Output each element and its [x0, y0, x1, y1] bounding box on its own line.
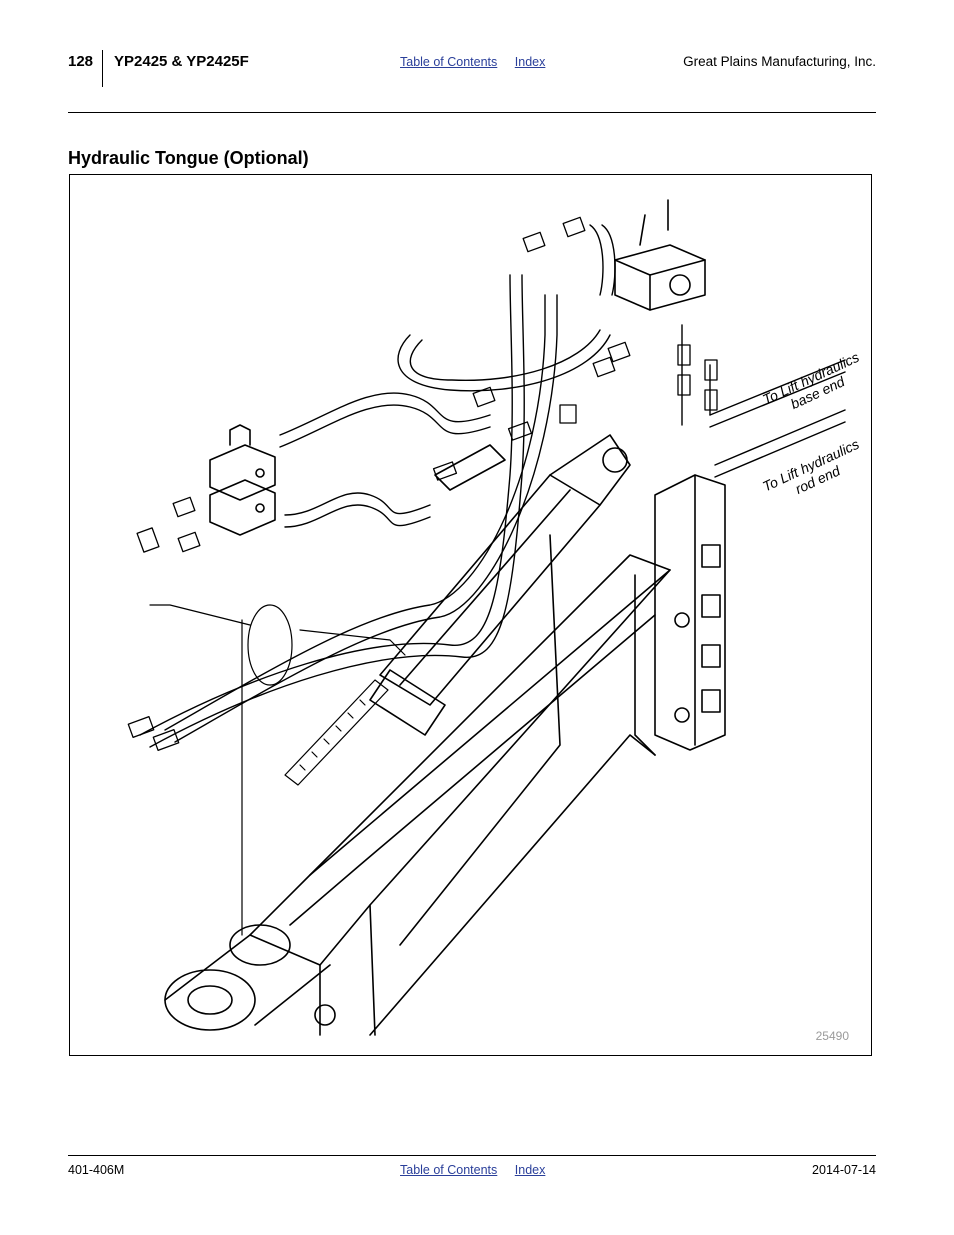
hose-fittings [127, 216, 718, 751]
header-links: Table of Contents Index [400, 55, 559, 69]
section-title: Hydraulic Tongue (Optional) [68, 148, 309, 168]
figure-number: 25490 [815, 1029, 849, 1043]
hydraulic-tongue-drawing [127, 199, 846, 1036]
hydraulic-tongue-figure: To Lift hydraulics base end To Lift hydr… [69, 174, 872, 1056]
mount-plate [654, 474, 726, 751]
header-rule [68, 112, 876, 113]
index-link-bottom[interactable]: Index [514, 1163, 546, 1177]
toc-link-top[interactable]: Table of Contents [400, 55, 498, 69]
hose-retainer [149, 604, 406, 936]
index-link-top[interactable]: Index [514, 55, 546, 69]
document-id: 401-406M [68, 1163, 125, 1177]
tongue-frame [249, 534, 671, 1036]
angle-gauge [284, 679, 389, 786]
page-header: 128 YP2425 & YP2425F Table of Contents I… [68, 50, 876, 90]
footer-links: Table of Contents Index [400, 1163, 559, 1177]
hydraulic-hoses [139, 224, 616, 748]
selector-valve [209, 424, 276, 536]
inline-valve [434, 444, 506, 491]
toc-link-bottom[interactable]: Table of Contents [400, 1163, 498, 1177]
company-name: Great Plains Manufacturing, Inc. [683, 54, 876, 69]
hydraulic-cylinder [369, 434, 631, 736]
model-title: YP2425 & YP2425F [114, 53, 249, 70]
header-divider [102, 50, 103, 87]
page-number: 128 [68, 53, 94, 70]
valve-block [614, 199, 706, 311]
footer-rule [68, 1155, 876, 1156]
hitch-eye [164, 924, 336, 1031]
publication-date: 2014-07-14 [812, 1163, 876, 1177]
page-footer: 401-406M Table of Contents Index 2014-07… [68, 1163, 876, 1183]
